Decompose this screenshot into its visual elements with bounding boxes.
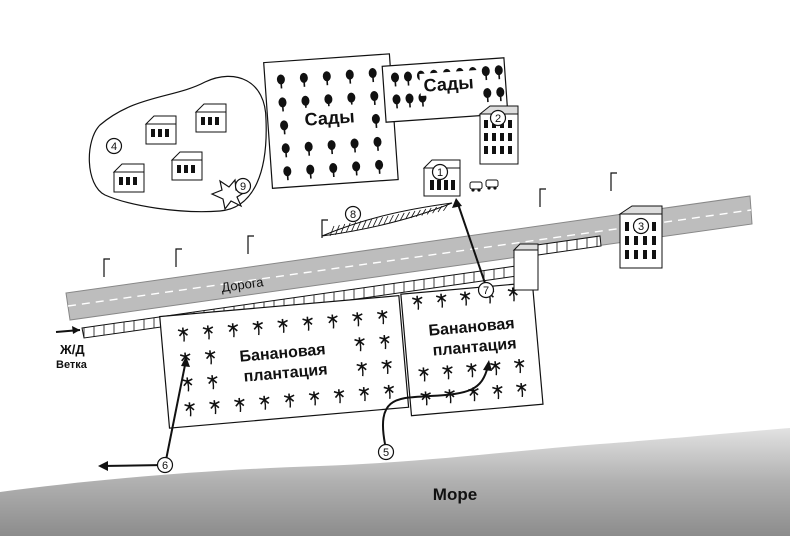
gardens-left-label: Сады (304, 106, 355, 129)
sea-label: Море (433, 485, 477, 504)
svg-text:8: 8 (350, 209, 356, 221)
car-icons (469, 179, 499, 192)
marker-4: 4 (105, 137, 123, 155)
marker-6: 6 (156, 456, 174, 474)
svg-text:4: 4 (111, 141, 117, 153)
road-label: Дорога (220, 274, 265, 295)
marker-2: 2 (489, 109, 507, 127)
marker-3: 3 (632, 217, 650, 235)
rail-label-line2: Ветка (56, 359, 88, 371)
rail-label-line1: Ж/Д (59, 342, 85, 357)
marker-1: 1 (431, 163, 449, 181)
gardens-right-label: Сады (423, 72, 474, 95)
marker-8: 8 (344, 205, 362, 223)
crossing-booth (512, 243, 539, 291)
marker-9: 9 (234, 177, 252, 195)
svg-text:6: 6 (162, 460, 168, 472)
svg-text:3: 3 (638, 221, 644, 233)
route-7-arrow-icon (452, 198, 462, 208)
route-7 (457, 203, 487, 287)
building-3 (618, 205, 663, 269)
route-5 (382, 365, 489, 445)
svg-text:5: 5 (383, 447, 389, 459)
route-6-arrow-up-icon (181, 356, 190, 367)
marker-7: 7 (477, 281, 495, 299)
svg-text:9: 9 (240, 181, 246, 193)
marker-5: 5 (377, 443, 395, 461)
sea-area (0, 428, 790, 536)
route-6-arrow-left-icon (98, 461, 108, 471)
rail-arrow-icon (55, 326, 81, 334)
svg-text:2: 2 (495, 113, 501, 125)
route-6 (101, 359, 187, 467)
svg-text:1: 1 (437, 167, 443, 179)
route-5-arrow-icon (483, 360, 492, 371)
svg-text:7: 7 (483, 285, 489, 297)
markers: 1 2 3 4 5 6 7 8 9 (105, 109, 650, 474)
